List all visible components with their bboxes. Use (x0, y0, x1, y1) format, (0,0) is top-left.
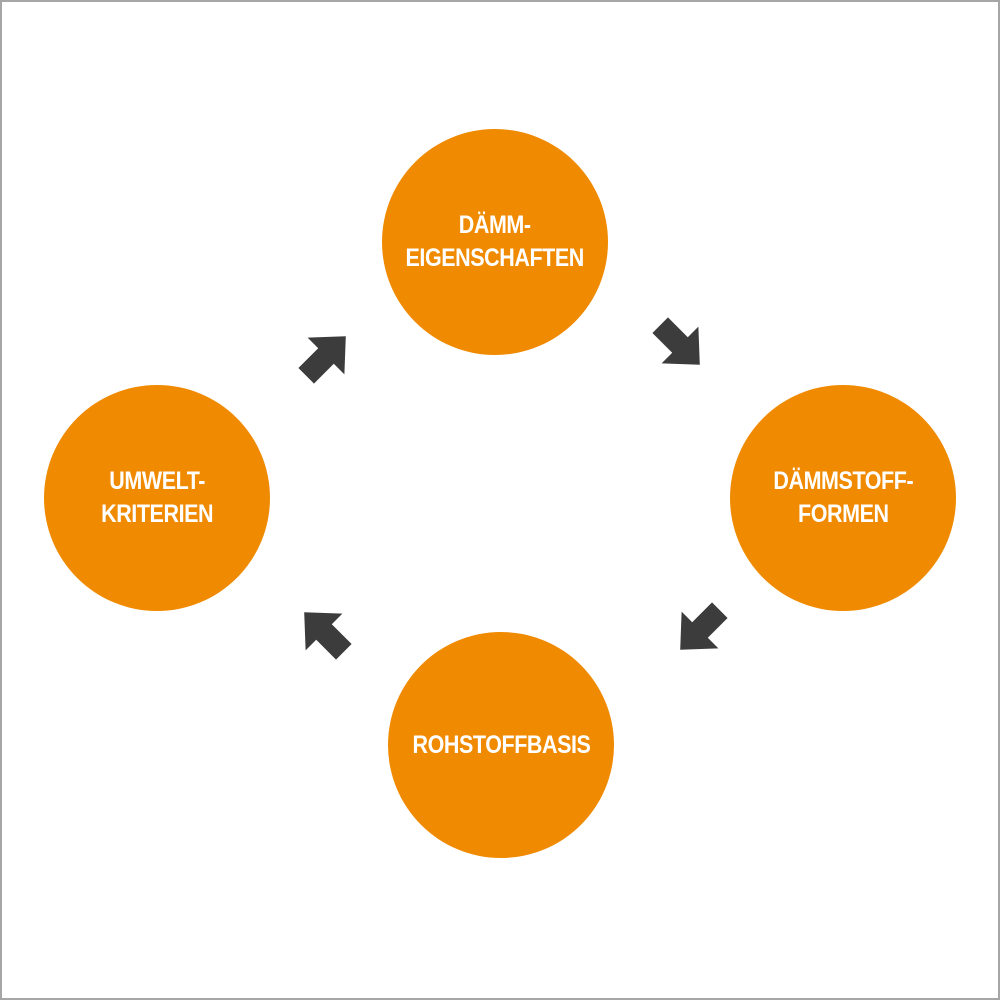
node-umweltkriterien: UMWELT- KRITERIEN (44, 385, 270, 611)
node-label-line: ROHSTOFFBASIS (412, 730, 590, 759)
arrow-up-left-icon (294, 602, 354, 662)
node-label: UMWELT- KRITERIEN (101, 465, 213, 531)
node-rohstoffbasis: ROHSTOFFBASIS (388, 632, 614, 858)
node-daemmstoffformen: DÄMMSTOFF- FORMEN (730, 385, 956, 611)
node-label: ROHSTOFFBASIS (412, 729, 590, 762)
node-label-line: UMWELT- (109, 467, 205, 495)
arrow-up-right-icon (296, 326, 356, 386)
node-label: DÄMM- EIGENSCHAFTEN (405, 209, 585, 275)
node-label-line: FORMEN (797, 500, 889, 528)
node-label: DÄMMSTOFF- FORMEN (773, 465, 913, 531)
node-label-line: KRITERIEN (100, 500, 213, 528)
node-label-line: DÄMM- (459, 211, 531, 239)
arrow-down-left-icon (670, 600, 730, 660)
node-label-line: EIGENSCHAFTEN (405, 244, 585, 272)
node-daemmeigenschaften: DÄMM- EIGENSCHAFTEN (382, 129, 608, 355)
arrow-down-right-icon (650, 315, 710, 375)
node-label-line: DÄMMSTOFF- (773, 467, 913, 495)
